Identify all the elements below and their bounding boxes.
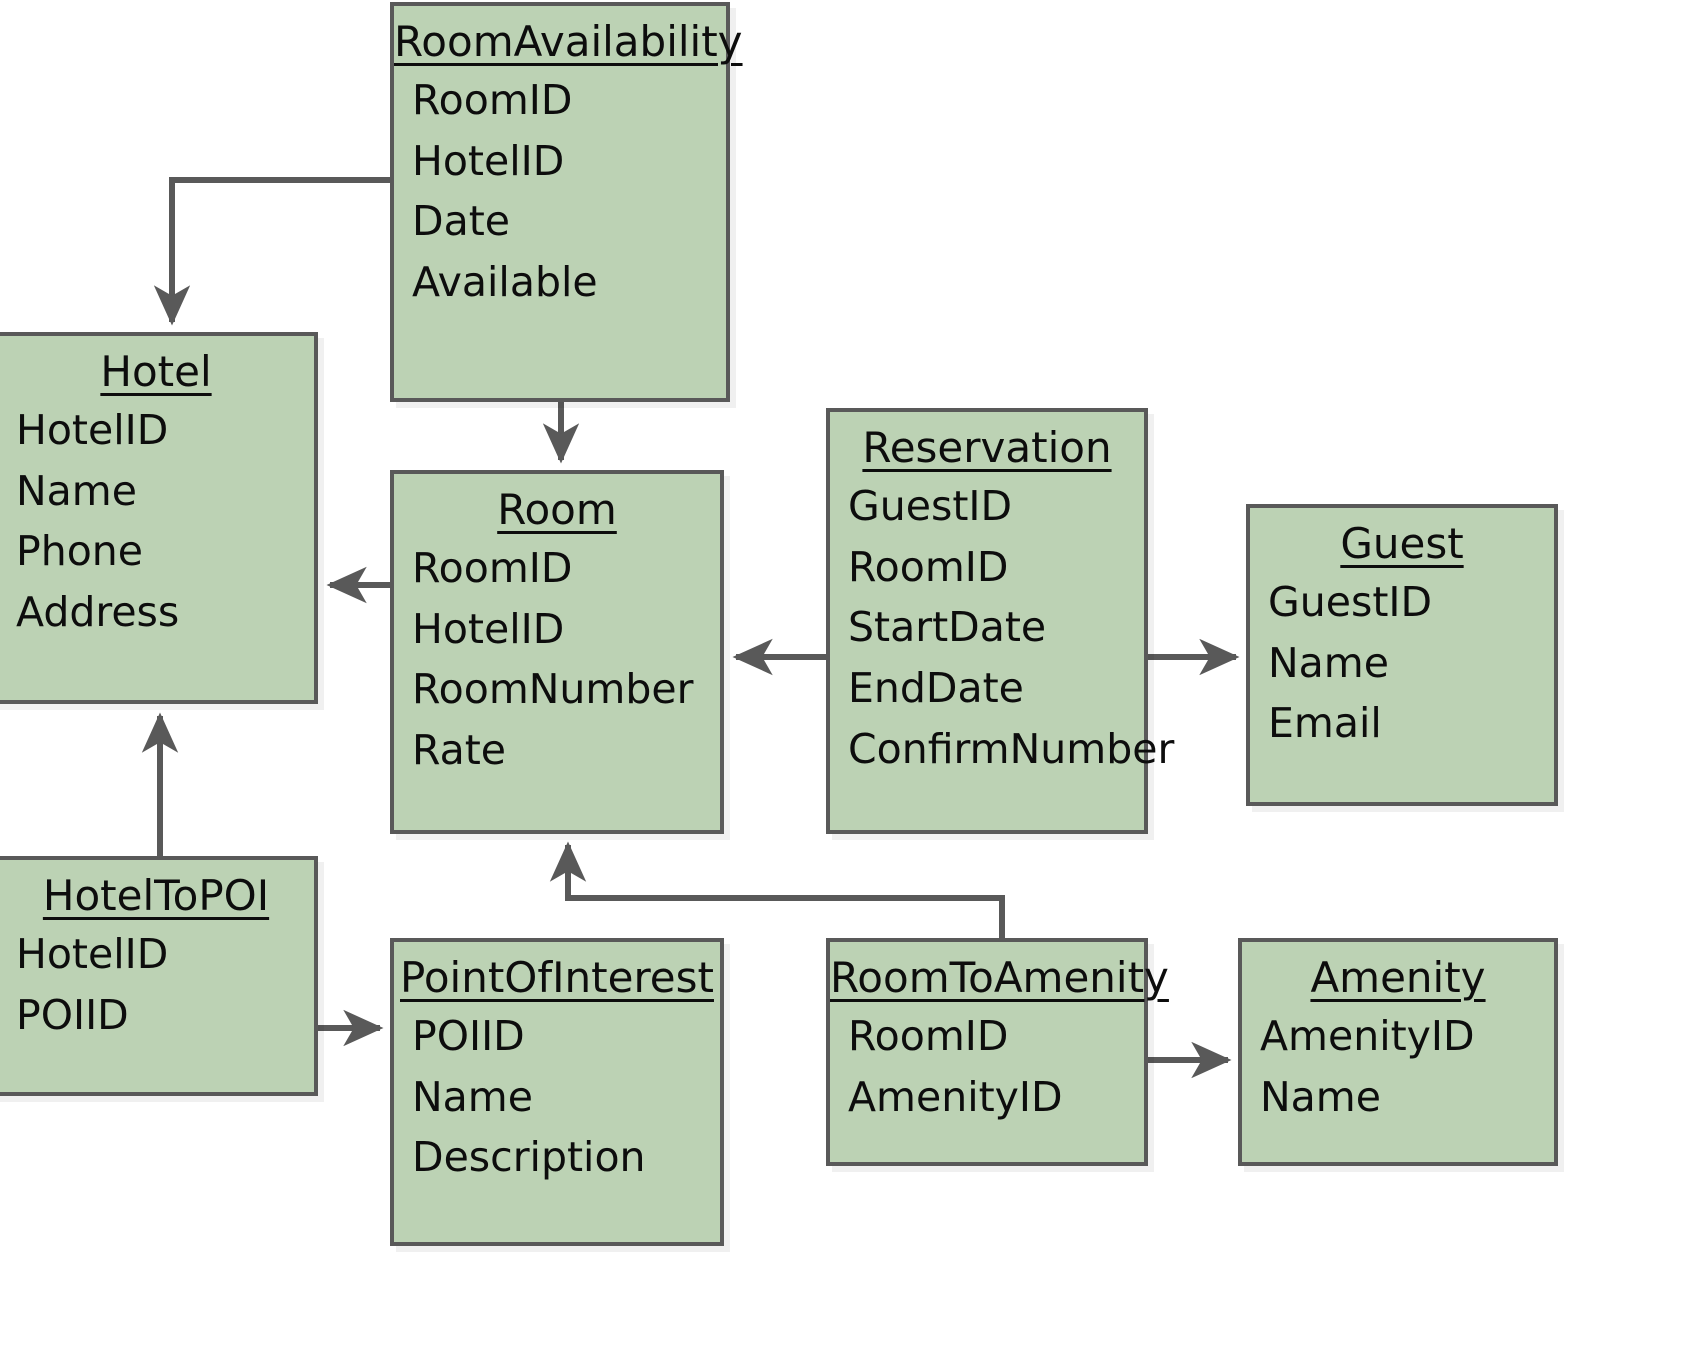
entity-field: AmenityID (1260, 1012, 1475, 1061)
entity-reservation[interactable]: Reservation GuestID RoomID StartDate End… (826, 408, 1175, 834)
connector-roomtoamenity-to-room (549, 841, 1005, 938)
entity-field: Name (16, 466, 137, 515)
entity-point-of-interest[interactable]: PointOfInterest POIID Name Description (390, 938, 724, 1246)
entity-title: Room (497, 485, 617, 534)
entity-field: Phone (16, 527, 144, 576)
entity-field: Name (412, 1072, 533, 1121)
entity-title: PointOfInterest (400, 953, 714, 1002)
entity-title: RoomAvailability (394, 17, 743, 66)
entity-field-list: AmenityID Name (1242, 1006, 1554, 1127)
entity-room[interactable]: Room RoomID HotelID RoomNumber Rate (390, 470, 724, 834)
entity-title: Reservation (862, 423, 1112, 472)
entity-field: GuestID (1268, 578, 1433, 627)
entity-field-list: HotelID POIID (0, 924, 314, 1045)
entity-field: AmenityID (848, 1072, 1063, 1121)
entity-title: Guest (1340, 519, 1464, 568)
connector-roomavailability-to-hotel (153, 177, 390, 326)
entity-field: Available (412, 258, 598, 307)
entity-field: RoomID (412, 544, 573, 593)
entity-field: HotelID (16, 406, 169, 455)
entity-hotel-to-poi[interactable]: HotelToPOI HotelID POIID (0, 856, 318, 1096)
entity-field: HotelID (412, 604, 565, 653)
entity-field: ConfirmNumber (848, 724, 1175, 773)
entity-field: EndDate (848, 664, 1024, 713)
entity-field-list: POIID Name Description (394, 1006, 720, 1188)
entity-title: HotelToPOI (42, 871, 270, 920)
entity-title: Amenity (1310, 953, 1486, 1002)
entity-field: StartDate (848, 603, 1047, 652)
entity-field-list: GuestID RoomID StartDate EndDate Confirm… (830, 476, 1175, 779)
entity-field: RoomID (848, 542, 1009, 591)
entity-field-list: GuestID Name Email (1250, 572, 1554, 754)
entity-guest[interactable]: Guest GuestID Name Email (1246, 504, 1558, 806)
entity-field: POIID (412, 1012, 525, 1061)
entity-field: Name (1260, 1072, 1381, 1121)
entity-hotel[interactable]: Hotel HotelID Name Phone Address (0, 332, 318, 704)
entity-field-list: RoomID AmenityID (830, 1006, 1144, 1127)
entity-field-list: HotelID Name Phone Address (0, 400, 314, 643)
entity-title: RoomToAmenity (830, 953, 1169, 1002)
entity-field: Description (412, 1133, 646, 1182)
entity-field: Address (16, 588, 180, 637)
entity-field-list: RoomID HotelID Date Available (394, 70, 726, 313)
entity-field: HotelID (16, 930, 169, 979)
entity-field: RoomNumber (412, 665, 694, 714)
entity-room-to-amenity[interactable]: RoomToAmenity RoomID AmenityID (826, 938, 1169, 1166)
entity-field: RoomID (412, 76, 573, 125)
entity-field: Name (1268, 638, 1389, 687)
entity-field: Email (1268, 699, 1382, 748)
entity-field-list: RoomID HotelID RoomNumber Rate (394, 538, 720, 781)
entity-amenity[interactable]: Amenity AmenityID Name (1238, 938, 1558, 1166)
entity-field: Rate (412, 726, 507, 775)
entity-field: RoomID (848, 1012, 1009, 1061)
entity-title: Hotel (100, 347, 212, 396)
entity-field: GuestID (848, 482, 1013, 531)
entity-field: Date (412, 197, 510, 246)
entity-field: HotelID (412, 136, 565, 185)
entity-field: POIID (16, 990, 129, 1039)
entity-room-availability[interactable]: RoomAvailability RoomID HotelID Date Ava… (390, 2, 743, 402)
